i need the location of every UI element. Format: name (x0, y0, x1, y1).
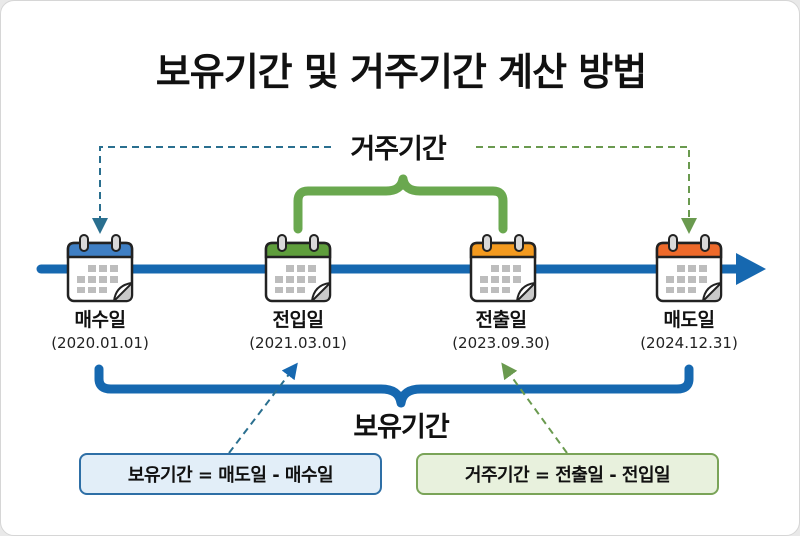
event-sale: 매도일 (2024.12.31) (609, 305, 769, 352)
dashed-arrow-residence-formula (501, 362, 568, 454)
dashed-arrow-to-purchase (92, 146, 331, 234)
calendar-ring (111, 234, 121, 252)
dashed-arrow-to-sale (476, 146, 697, 234)
event-name: 매수일 (74, 309, 126, 331)
calendar-ring (309, 234, 319, 252)
event-date: (2023.09.30) (452, 334, 550, 352)
calendar-ring (514, 234, 524, 252)
event-date: (2020.01.01) (51, 334, 149, 352)
calendar-icon (264, 234, 332, 303)
calendar-header (655, 241, 723, 259)
residence-period-label: 거주기간 (350, 134, 446, 165)
event-name: 전입일 (272, 309, 324, 331)
holding-formula-box: 보유기간 = 매도일 - 매수일 (79, 453, 382, 495)
calendar-icon (66, 234, 134, 303)
calendar-ring (277, 234, 287, 252)
calendar-ring (482, 234, 492, 252)
event-date: (2024.12.31) (640, 334, 738, 352)
page-title: 보유기간 및 거주기간 계산 방법 (155, 50, 647, 94)
calendar-header (264, 241, 332, 259)
event-purchase: 매수일 (2020.01.01) (20, 305, 180, 352)
calendar-ring (700, 234, 710, 252)
event-name: 매도일 (663, 309, 715, 331)
calendar-header (469, 241, 537, 259)
calendar-icon (655, 234, 723, 303)
event-move-out: 전출일 (2023.09.30) (421, 305, 581, 352)
timeline-arrowhead (736, 253, 766, 285)
event-date: (2021.03.01) (249, 334, 347, 352)
holding-bracket (94, 364, 694, 408)
calendar-header (66, 241, 134, 259)
calendar-ring (79, 234, 89, 252)
holding-period-label: 보유기간 (353, 412, 449, 443)
calendar-icon (469, 234, 537, 303)
event-name: 전출일 (475, 309, 527, 331)
residence-bracket (293, 174, 508, 234)
dashed-arrow-holding-formula (228, 362, 298, 454)
event-move-in: 전입일 (2021.03.01) (218, 305, 378, 352)
residence-formula-box: 거주기간 = 전출일 - 전입일 (416, 453, 719, 495)
calendar-ring (668, 234, 678, 252)
